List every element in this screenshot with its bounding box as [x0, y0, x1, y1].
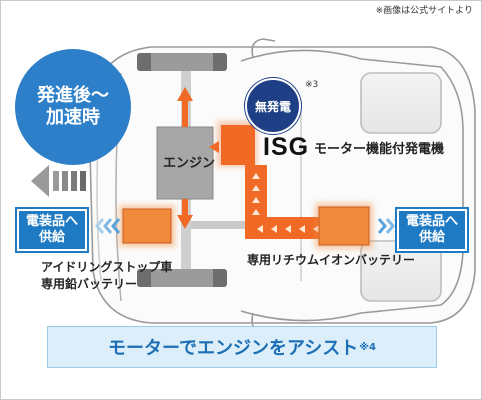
assist-banner: モーターでエンジンをアシスト ※4 [47, 326, 437, 368]
phase-bubble: 発進後〜 加速時 [15, 49, 131, 165]
supply-label-line-1: 電装品へ [25, 213, 78, 229]
supply-label-line-1: 電装品へ [405, 213, 458, 229]
phase-label-line-1: 発進後〜 [37, 84, 109, 106]
engine-label: エンジン [163, 156, 216, 171]
travel-direction-arrow [31, 165, 86, 197]
supply-chevrons-left [95, 218, 121, 234]
lithium-battery-label: 専用リチウムイオンバッテリー [247, 253, 416, 267]
lead-battery-label-line-1: アイドリングストップ車 [41, 260, 173, 274]
no-generation-badge: 無発電 [245, 78, 301, 134]
engine-block [156, 126, 214, 200]
supply-box-right: 電装品へ 供給 [395, 207, 469, 253]
lead-battery [119, 205, 175, 247]
lithium-battery [315, 203, 373, 249]
lead-battery-label-line-2: 専用鉛バッテリー [41, 277, 138, 292]
supply-box-left: 電装品へ 供給 [15, 207, 89, 253]
isg-code: ISG [263, 133, 310, 161]
assist-banner-note: ※4 [359, 341, 376, 353]
lead-battery-label: アイドリングストップ車 専用鉛バッテリー [41, 259, 172, 294]
engine-power-arrows [177, 87, 193, 229]
source-note: ※画像は公式サイトより [375, 6, 473, 16]
supply-label-line-2: 供給 [418, 230, 445, 245]
assist-banner-text: モーターでエンジンをアシスト [108, 338, 359, 359]
supply-label-line-2: 供給 [38, 230, 65, 245]
phase-label-line-2: 加速時 [46, 107, 100, 128]
note-ref-3: ※3 [305, 80, 319, 90]
isg-description: モーター機能付発電機 [314, 142, 445, 157]
isg-power-path [209, 121, 333, 239]
